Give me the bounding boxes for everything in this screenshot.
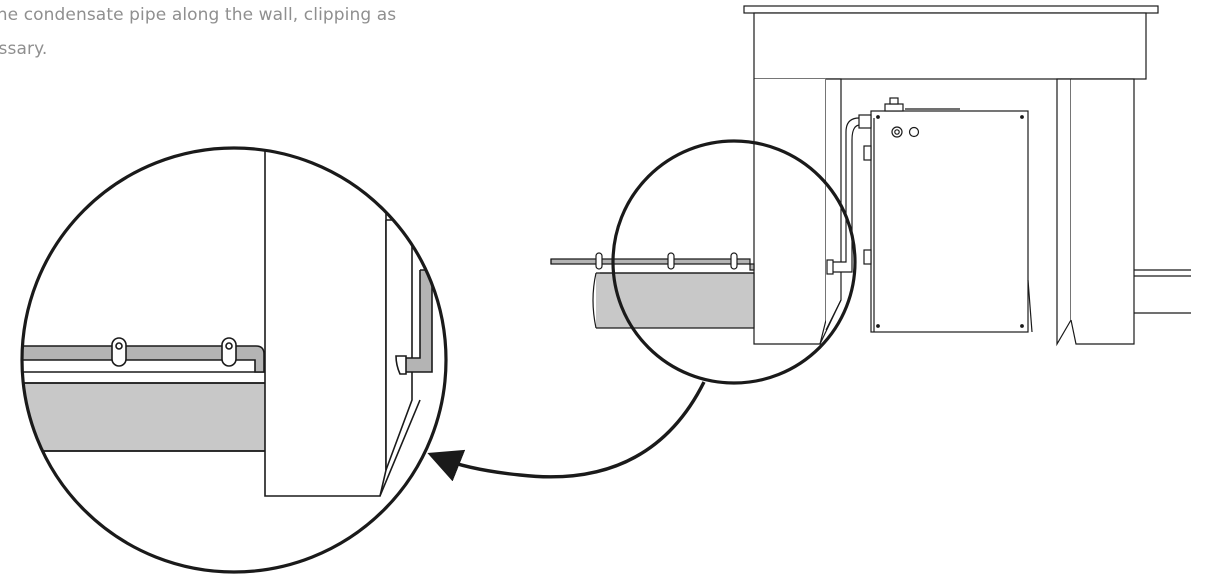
pipe-clip (595, 252, 603, 270)
zoom-arrow (427, 381, 706, 482)
zoom-circle-border (20, 146, 448, 574)
pipe-clips (595, 252, 738, 270)
left-cabinet-panel (753, 78, 842, 345)
caption-line-1: the condensate pipe along the wall, clip… (0, 5, 397, 25)
right-cabinet-panel (1056, 78, 1135, 347)
pipe-clip (730, 252, 738, 270)
pipe-clip (667, 252, 675, 270)
wall-section (592, 272, 755, 329)
main-scene (550, 5, 1191, 385)
boiler-outlet-pipe (826, 114, 872, 275)
caption-line-2: essary. (0, 39, 48, 59)
right-wall-skirting (1134, 269, 1191, 314)
boiler-unit (863, 97, 1033, 333)
worktop (743, 5, 1159, 80)
condensate-pipe (550, 258, 755, 271)
zoom-indicator-circle (611, 139, 857, 385)
zoom-detail (20, 146, 448, 574)
